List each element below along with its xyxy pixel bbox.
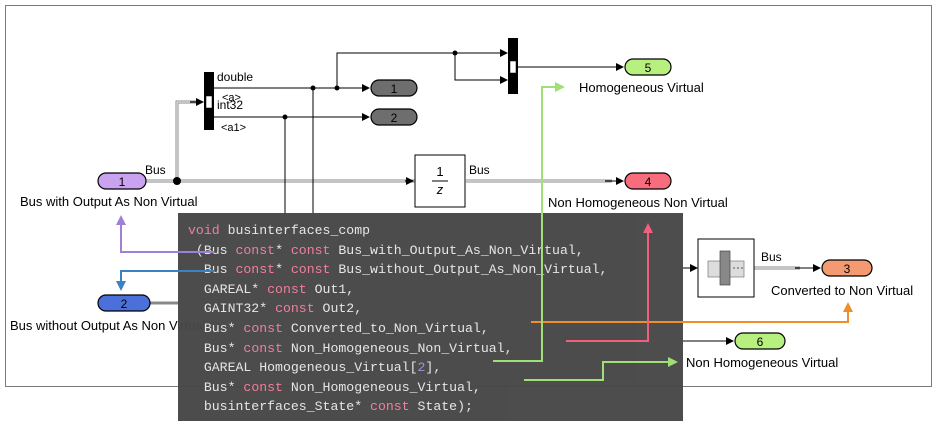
code-line-7: Bus* const Non_Homogeneous_Non_Virtual, — [188, 340, 513, 356]
signal-a: <a> — [222, 92, 241, 104]
inport-1[interactable]: 1 — [97, 172, 147, 190]
junction-dots — [173, 50, 458, 185]
signal-double: double — [217, 70, 253, 84]
inport-2-number: 2 — [121, 297, 128, 311]
code-line-3: Bus const* const Bus_without_Output_As_N… — [188, 262, 608, 278]
outport-2[interactable]: 2 — [370, 108, 418, 126]
code-line-5: GAINT32* const Out2, — [188, 301, 363, 317]
bus-label-in: Bus — [145, 163, 166, 177]
outport-6-number: 6 — [757, 335, 764, 349]
outport-5[interactable]: 5 — [624, 58, 672, 76]
code-line-8: GAREAL Homogeneous_Virtual[2], — [188, 360, 442, 376]
inport-1-label: Bus with Output As Non Virtual — [20, 194, 198, 209]
generated-code-panel: void businterfaces_comp (Bus const* cons… — [178, 213, 683, 421]
unit-delay-block[interactable]: 1 z — [414, 154, 466, 208]
delay-denominator: z — [436, 182, 444, 197]
bus-label-converted: Bus — [761, 250, 782, 264]
code-line-9: Bus* const Non_Homogeneous_Virtual, — [188, 379, 481, 395]
outport-6-label: Non Homogeneous Virtual — [686, 355, 838, 370]
outport-5-number: 5 — [645, 61, 652, 75]
bus-selector-block[interactable] — [204, 72, 214, 130]
outport-4-label: Non Homogeneous Non Virtual — [548, 195, 728, 210]
outport-4[interactable]: 4 — [624, 172, 672, 190]
code-line-6: Bus* const Converted_to_Non_Virtual, — [188, 320, 489, 336]
outport-4-number: 4 — [645, 175, 652, 189]
mux-block[interactable] — [508, 38, 518, 94]
inport-2-label: Bus without Output As Non Virtual — [10, 318, 206, 333]
outport-3-label: Converted to Non Virtual — [771, 283, 913, 298]
code-line-1: void businterfaces_comp — [188, 223, 371, 238]
inport-1-number: 1 — [119, 175, 126, 189]
outport-6[interactable]: 6 — [734, 332, 786, 350]
code-line-10: businterfaces_State* const State); — [188, 399, 473, 415]
outport-3[interactable]: 3 — [821, 259, 873, 277]
bus-label-delay: Bus — [469, 163, 490, 177]
outport-1-number: 1 — [391, 82, 398, 96]
delay-numerator: 1 — [436, 164, 443, 179]
outport-2-number: 2 — [391, 111, 398, 125]
outport-3-number: 3 — [844, 262, 851, 276]
inport-2[interactable]: 2 — [97, 294, 151, 312]
signal-lines — [146, 49, 821, 345]
signal-a1: <a1> — [221, 122, 246, 134]
signal-labels: Bus Bus Bus double <a> int32 <a1> — [145, 70, 782, 264]
code-line-4: GAREAL* const Out1, — [188, 281, 355, 297]
code-line-2: (Bus const* const Bus_with_Output_As_Non… — [188, 242, 584, 258]
outport-5-label: Homogeneous Virtual — [579, 80, 704, 95]
outport-1[interactable]: 1 — [370, 79, 418, 97]
signal-conversion-block[interactable] — [697, 238, 755, 298]
signal-int32: int32 — [217, 98, 243, 112]
